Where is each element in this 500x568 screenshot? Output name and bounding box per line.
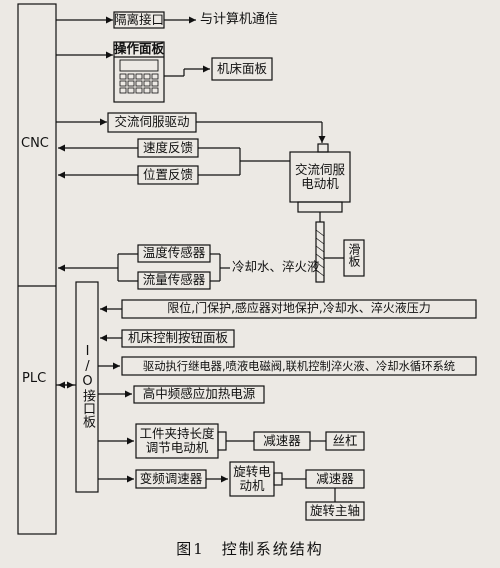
io-board-outline [75,281,99,493]
vfd-label: 变频调速器 [139,470,203,486]
position-feedback-label: 位置反馈 [142,166,193,182]
flow-sensor-label: 流量传感器 [142,272,206,288]
ac-servo-drive-label: 交流伺服驱动 [114,114,190,130]
io-board-label: I/O接口板 [80,344,95,428]
coolant-quench-label: 冷却水、淬火液 [232,259,320,274]
controller-outline [17,3,57,535]
reducer1-label: 减速器 [263,432,301,448]
operation-panel-label: 操作面板 [114,41,165,57]
rotary-spindle-box [305,501,365,521]
figure-caption: 图1 控制系统结构 [176,540,324,558]
limit-protection-label: 限位,门保护,感应器对地保护,冷却水、淬火液压力 [167,301,431,316]
isolation-interface-label: 隔离接口 [114,11,165,27]
rotary-spindle-label: 旋转主轴 [309,502,360,518]
drive-relays-label: 驱动执行继电器,喷液电磁阀,联机控制淬火液、冷却水循环系统 [142,359,456,373]
machine-panel-box [211,57,273,81]
hf-power-label: 高中频感应加热电源 [142,386,256,402]
hf-power-box [133,385,265,404]
machine-buttons-label: 机床控制按钮面板 [127,330,228,346]
machine-panel-label: 机床面板 [216,60,267,76]
drive-relays-box [121,356,477,376]
computer-comm-label: 与计算机通信 [200,12,279,27]
lead-screw-box [325,431,365,451]
speed-feedback-label: 速度反馈 [142,139,193,155]
rotary-motor-label: 旋转电动机 [233,463,271,493]
operation-panel-box [113,41,165,103]
plc-label: PLC [22,371,47,386]
slide-label: 滑板 [347,243,361,267]
reducer2-label: 减速器 [316,470,354,486]
cnc-label: CNC [21,136,49,151]
clamp-motor-label: 工件夹持长度调节电动机 [139,425,215,455]
temp-sensor-label: 温度传感器 [142,245,206,261]
lead-screw-label: 丝杠 [332,432,358,448]
motor-top-stub [317,143,329,153]
ac-servo-motor-label: 交流伺服电动机 [294,161,345,191]
